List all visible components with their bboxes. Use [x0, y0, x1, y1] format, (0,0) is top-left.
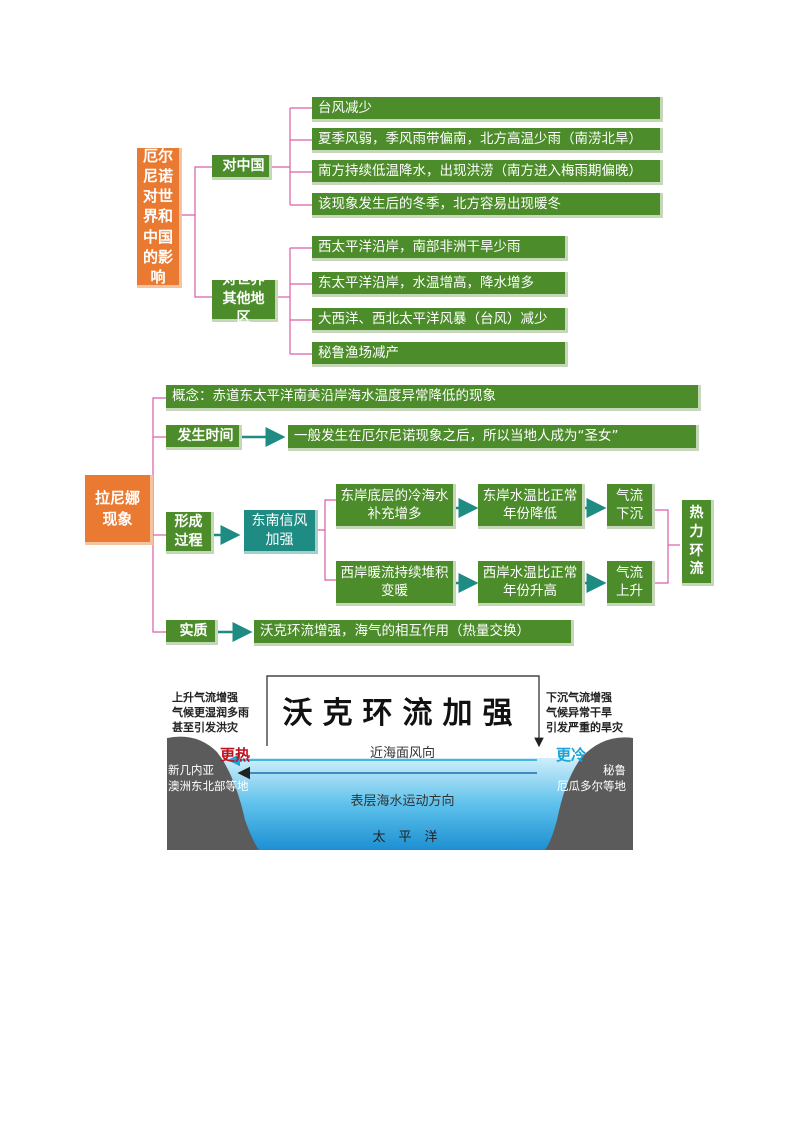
world-item-2: 东太平洋沿岸，水温增高，降水增多 — [312, 272, 568, 297]
left-note-3: 甚至引发洪灾 — [172, 720, 238, 734]
la-nina-root-label: 拉尼娜现象 — [94, 489, 140, 528]
china-item-1: 台风减少 — [312, 97, 663, 122]
la-nina-root: 拉尼娜现象 — [85, 475, 153, 545]
air-down-text: 气流下沉 — [616, 487, 643, 522]
left-region-2: 澳洲东北部等地 — [168, 778, 249, 793]
surface-wind-label: 近海面风向 — [369, 746, 435, 761]
west-temp-text: 西岸水温比正常年份升高 — [482, 564, 578, 599]
west-warm-box: 西岸暖流持续堆积变暖 — [336, 561, 456, 606]
branch-world: 对世界其他地区 — [212, 272, 278, 326]
branch-china-label: 对中国 — [222, 157, 265, 174]
time-label-box: 发生时间 — [166, 425, 242, 450]
east-bottom-text: 东岸底层的冷海水补充增多 — [340, 487, 449, 522]
right-climate-note: 下沉气流增强 气候异常干旱 引发严重的旱灾 — [546, 691, 623, 736]
world-item-3-text: 大西洋、西北太平洋风暴（台风）减少 — [318, 310, 548, 327]
right-region-2: 厄瓜多尔等地 — [557, 778, 626, 793]
el-nino-root: 厄尔尼诺对世界和中国的影响 — [137, 146, 182, 288]
world-item-4-text: 秘鲁渔场减产 — [318, 344, 399, 361]
world-item-3: 大西洋、西北太平洋风暴（台风）减少 — [312, 308, 568, 333]
china-item-3: 南方持续低温降水，出现洪涝（南方进入梅雨期偏晚） — [312, 160, 663, 185]
right-landmass — [545, 737, 633, 850]
world-item-4: 秘鲁渔场减产 — [312, 342, 568, 367]
left-note-1: 上升气流增强 — [172, 691, 238, 704]
process-label: 形成过程 — [174, 513, 203, 549]
air-up-box: 气流上升 — [607, 561, 655, 606]
east-temp-box: 东岸水温比正常年份降低 — [478, 484, 585, 529]
china-item-3-text: 南方持续低温降水，出现洪涝（南方进入梅雨期偏晚） — [318, 162, 642, 179]
hotter-label: 更热 — [220, 746, 251, 764]
world-item-1-text: 西太平洋沿岸，南部非洲干旱少雨 — [318, 238, 521, 255]
trade-wind-text: 东南信风加强 — [251, 512, 308, 548]
walker-circulation-figure — [167, 675, 633, 850]
walker-title: 沃克环流加强 — [282, 696, 523, 731]
right-note-1: 下沉气流增强 — [546, 691, 612, 704]
essence-label-box: 实质 — [166, 620, 218, 645]
air-down-box: 气流下沉 — [607, 484, 655, 529]
west-temp-box: 西岸水温比正常年份升高 — [478, 561, 585, 606]
right-note-3: 引发严重的旱灾 — [546, 720, 623, 734]
east-temp-text: 东岸水温比正常年份降低 — [482, 487, 578, 522]
left-climate-note: 上升气流增强 气候更湿润多雨 甚至引发洪灾 — [172, 691, 249, 736]
china-item-2: 夏季风弱，季风雨带偏南，北方高温少雨（南涝北旱） — [312, 128, 663, 153]
time-label: 发生时间 — [177, 427, 234, 444]
china-item-1-text: 台风减少 — [318, 99, 372, 116]
world-item-1: 西太平洋沿岸，南部非洲干旱少雨 — [312, 236, 568, 261]
left-landmass — [167, 736, 259, 850]
concept-text: 概念：赤道东太平洋南美沿岸海水温度异常降低的现象 — [172, 388, 496, 405]
essence-text: 沃克环流增强，海气的相互作用（热量交换） — [260, 623, 530, 640]
concept-box: 概念：赤道东太平洋南美沿岸海水温度异常降低的现象 — [166, 385, 701, 411]
colder-label: 更冷 — [556, 746, 587, 764]
world-item-2-text: 东太平洋沿岸，水温增高，降水增多 — [318, 274, 534, 291]
china-item-4-text: 该现象发生后的冬季，北方容易出现暖冬 — [318, 195, 561, 212]
essence-text-box: 沃克环流增强，海气的相互作用（热量交换） — [254, 620, 574, 646]
left-note-2: 气候更湿润多雨 — [172, 705, 249, 719]
walker-loop-arrow — [266, 675, 544, 748]
time-text: 一般发生在厄尔尼诺现象之后，所以当地人成为“圣女” — [294, 428, 619, 445]
west-warm-text: 西岸暖流持续堆积变暖 — [340, 564, 449, 599]
trade-wind-box: 东南信风加强 — [244, 510, 318, 554]
essence-label: 实质 — [179, 622, 208, 639]
branch-china: 对中国 — [212, 155, 272, 180]
right-region-1: 秘鲁 — [603, 763, 626, 777]
el-nino-root-label: 厄尔尼诺对世界和中国的影响 — [143, 146, 174, 287]
east-bottom-box: 东岸底层的冷海水补充增多 — [336, 484, 456, 529]
left-region-label: 新几内亚 澳洲东北部等地 — [168, 763, 249, 794]
time-text-box: 一般发生在厄尔尼诺现象之后，所以当地人成为“圣女” — [288, 425, 699, 451]
thermal-circulation-box: 热力环流 — [682, 500, 714, 586]
right-region-label: 秘鲁 厄瓜多尔等地 — [556, 763, 626, 794]
air-up-text: 气流上升 — [616, 564, 643, 599]
branch-world-label: 对世界其他地区 — [222, 272, 265, 326]
ocean-name-label: 太 平 洋 — [372, 830, 438, 845]
thermal-circulation-text: 热力环流 — [689, 504, 704, 578]
process-label-box: 形成过程 — [166, 512, 214, 554]
china-item-4: 该现象发生后的冬季，北方容易出现暖冬 — [312, 193, 663, 218]
china-item-2-text: 夏季风弱，季风雨带偏南，北方高温少雨（南涝北旱） — [318, 130, 642, 147]
ocean-current-label: 表层海水运动方向 — [350, 794, 455, 809]
left-region-1: 新几内亚 — [168, 763, 214, 777]
right-note-2: 气候异常干旱 — [546, 705, 612, 719]
